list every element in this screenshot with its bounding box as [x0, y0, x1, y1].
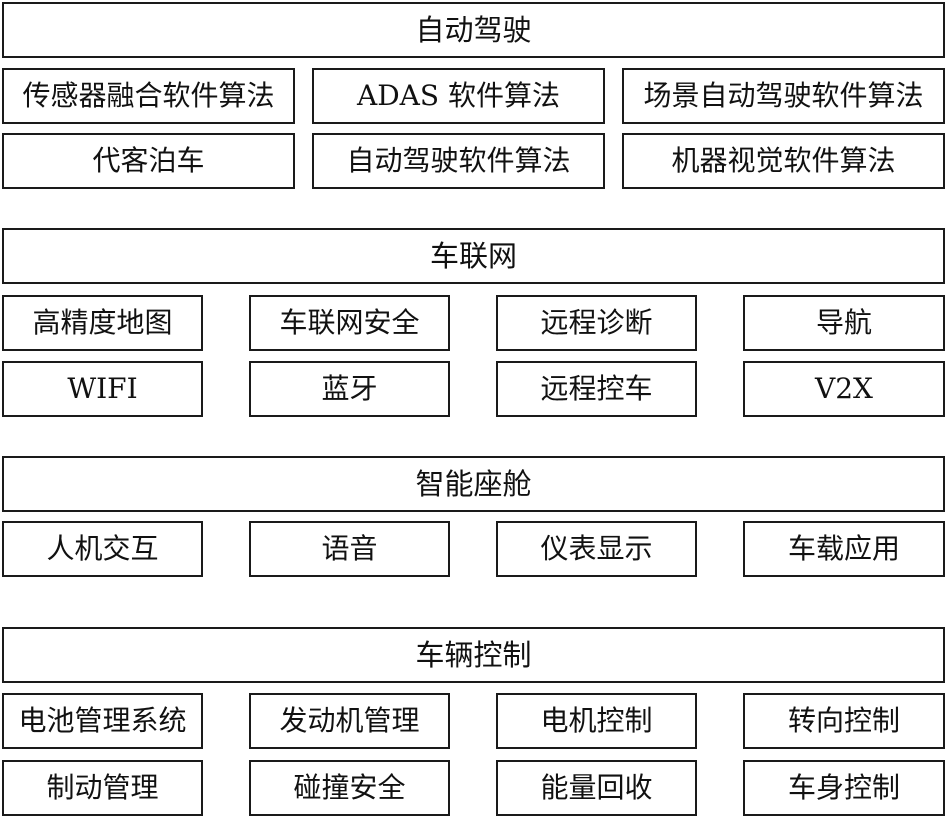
module-v2x: V2X: [743, 361, 945, 417]
module-motor-control: 电机控制: [496, 693, 697, 749]
module-remote-diagnosis: 远程诊断: [496, 295, 697, 351]
module-body-control: 车身控制: [743, 760, 945, 816]
module-adas-algorithm: ADAS 软件算法: [312, 68, 605, 124]
module-engine-management: 发动机管理: [249, 693, 450, 749]
module-iov-security: 车联网安全: [249, 295, 450, 351]
module-steering-control: 转向控制: [743, 693, 945, 749]
module-bluetooth: 蓝牙: [249, 361, 450, 417]
section-header-smart-cockpit: 智能座舱: [2, 456, 945, 512]
module-hd-map: 高精度地图: [2, 295, 203, 351]
module-energy-recovery: 能量回收: [496, 760, 697, 816]
module-scenario-autodrive-algorithm: 场景自动驾驶软件算法: [622, 68, 945, 124]
module-in-vehicle-apps: 车载应用: [743, 521, 945, 577]
module-battery-management: 电池管理系统: [2, 693, 203, 749]
module-remote-vehicle-control: 远程控车: [496, 361, 697, 417]
module-hmi: 人机交互: [2, 521, 203, 577]
module-wifi: WIFI: [2, 361, 203, 417]
module-instrument-display: 仪表显示: [496, 521, 697, 577]
section-header-connected-vehicle: 车联网: [2, 228, 945, 284]
module-voice: 语音: [249, 521, 450, 577]
module-collision-safety: 碰撞安全: [249, 760, 450, 816]
module-navigation: 导航: [743, 295, 945, 351]
module-valet-parking: 代客泊车: [2, 133, 295, 189]
module-autodrive-algorithm: 自动驾驶软件算法: [312, 133, 605, 189]
module-brake-management: 制动管理: [2, 760, 203, 816]
section-header-autonomous-driving: 自动驾驶: [2, 2, 945, 58]
module-machine-vision-algorithm: 机器视觉软件算法: [622, 133, 945, 189]
module-sensor-fusion-algorithm: 传感器融合软件算法: [2, 68, 295, 124]
section-header-vehicle-control: 车辆控制: [2, 627, 945, 683]
